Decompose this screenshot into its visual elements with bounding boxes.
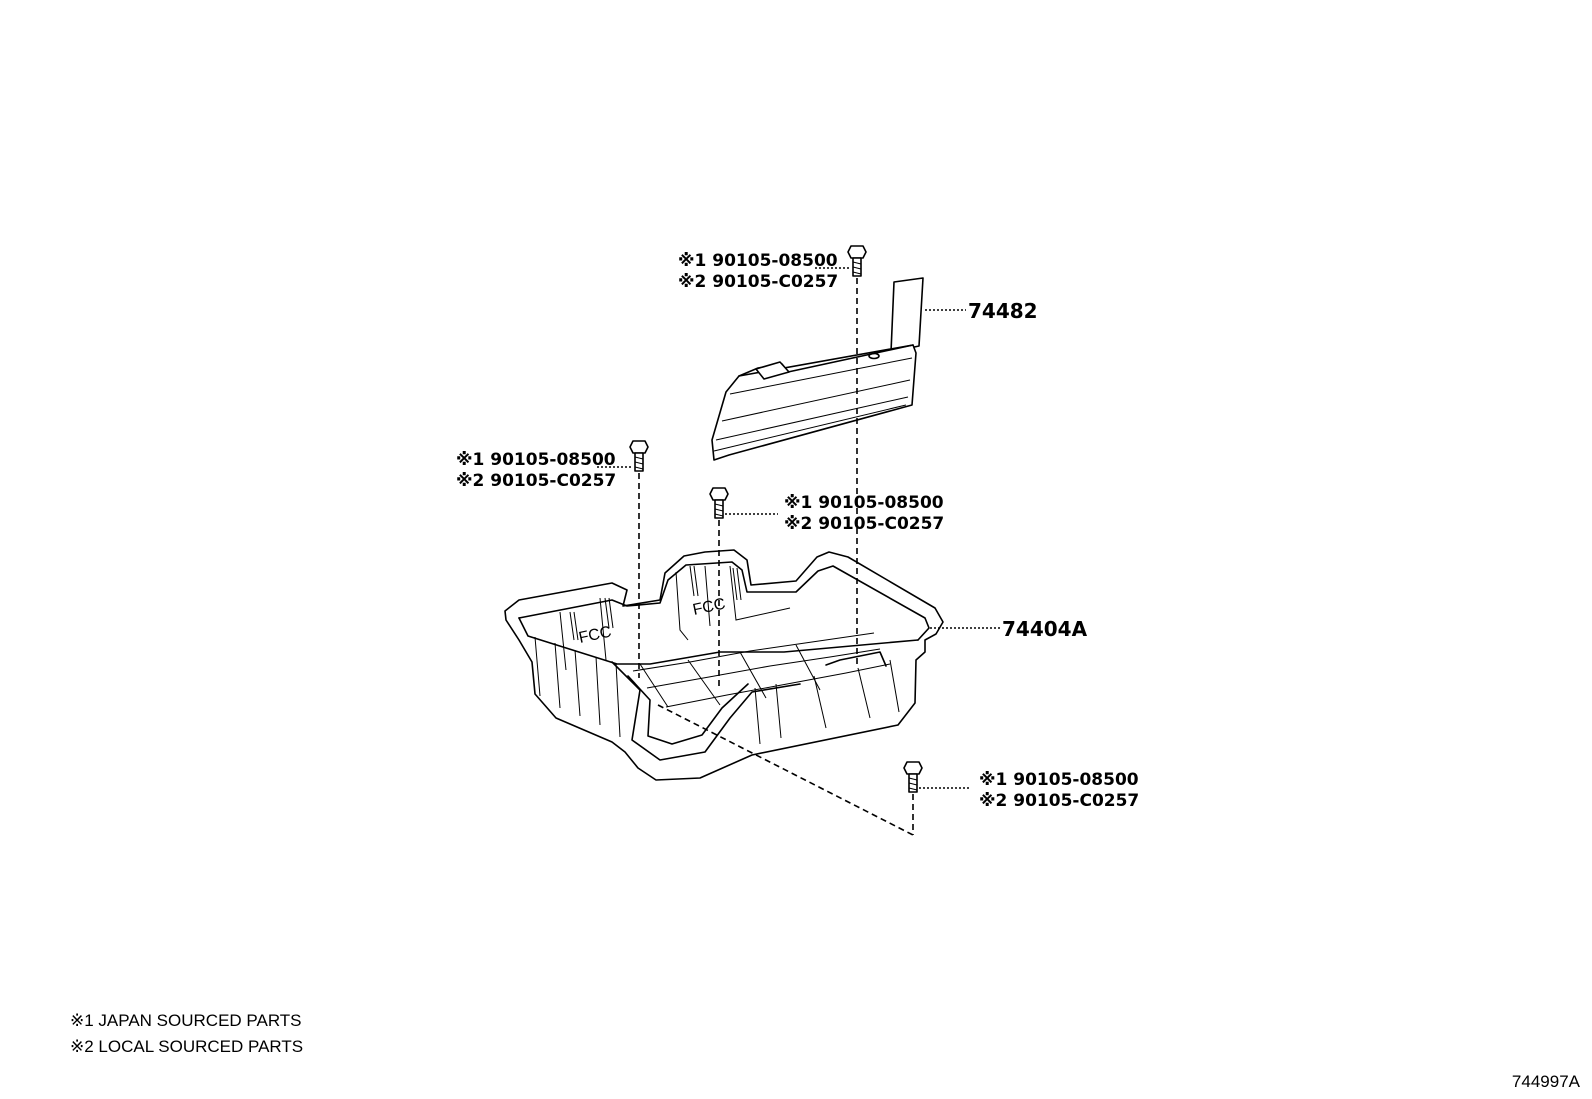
bolt-callout-2: ※1 90105-08500 ※2 90105-C0257 xyxy=(456,450,616,491)
illustration-id: 744997A xyxy=(1512,1072,1581,1091)
legend-line-2: ※2 LOCAL SOURCED PARTS xyxy=(70,1037,303,1056)
bolt-callout-3-line1: ※1 90105-08500 xyxy=(784,493,944,513)
bolt-callout-3-line2: ※2 90105-C0257 xyxy=(784,514,944,534)
bolt-callout-4: ※1 90105-08500 ※2 90105-C0257 xyxy=(979,770,1139,811)
bolt-callout-2-line1: ※1 90105-08500 xyxy=(456,450,616,470)
bolt-callout-4-line1: ※1 90105-08500 xyxy=(979,770,1139,790)
bolt-callout-4-line2: ※2 90105-C0257 xyxy=(979,791,1139,811)
bolt-icon-2 xyxy=(629,440,649,472)
bolt-callout-2-line2: ※2 90105-C0257 xyxy=(456,471,616,491)
guard-part-number: 74482 xyxy=(968,299,1038,323)
bolt-icon-3 xyxy=(709,487,729,519)
tray-part-number: 74404A xyxy=(1002,617,1088,641)
bolt-callout-1-line1: ※1 90105-08500 xyxy=(678,251,838,271)
bolt-icon-1 xyxy=(847,245,867,277)
assembly-lines xyxy=(638,278,914,836)
battery-guard-drawing xyxy=(711,277,924,461)
svg-text:FCC: FCC xyxy=(577,623,613,646)
legend: ※1 JAPAN SOURCED PARTS ※2 LOCAL SOURCED … xyxy=(70,1011,303,1056)
legend-line-1: ※1 JAPAN SOURCED PARTS xyxy=(70,1011,302,1030)
bolt-callout-1: ※1 90105-08500 ※2 90105-C0257 xyxy=(678,251,838,292)
bolt-callout-3: ※1 90105-08500 ※2 90105-C0257 xyxy=(784,493,944,534)
svg-text:FCC: FCC xyxy=(691,595,727,618)
bolt-icon-4 xyxy=(903,761,923,793)
battery-tray-drawing: FCC FCC xyxy=(504,549,944,781)
leader-lines xyxy=(597,267,1000,789)
bolt-callout-1-line2: ※2 90105-C0257 xyxy=(678,272,838,292)
